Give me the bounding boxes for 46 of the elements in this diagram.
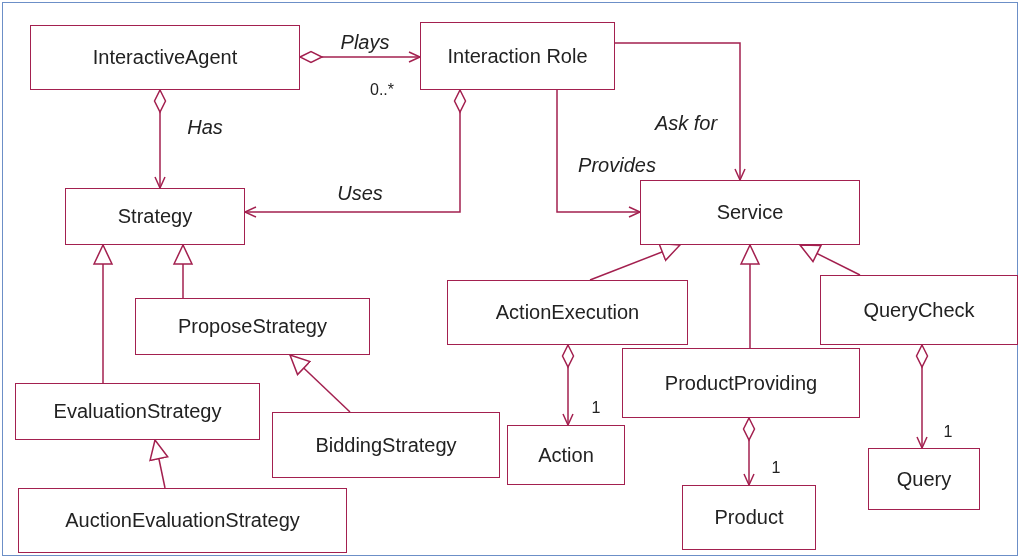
multiplicity-label: 0..* — [370, 81, 394, 99]
generalization-arrow — [149, 439, 169, 489]
class-box — [682, 485, 816, 550]
class-box — [640, 180, 860, 245]
class-box — [135, 298, 370, 355]
class-name: Service — [716, 201, 784, 224]
association-arrow — [556, 89, 641, 218]
class-name: BiddingStrategy — [315, 433, 457, 457]
class-name: Strategy — [117, 205, 193, 228]
class-box — [447, 280, 688, 345]
class-box — [868, 448, 980, 510]
aggregation-arrow — [299, 50, 421, 64]
class-box — [15, 383, 260, 440]
generalization-arrow — [799, 244, 861, 276]
class-name: ProductProviding — [664, 371, 818, 395]
class-box — [18, 488, 347, 553]
aggregation-arrow — [915, 344, 929, 449]
class-box — [622, 348, 860, 418]
aggregation-arrow — [561, 344, 575, 426]
class-box — [65, 188, 245, 245]
class-box — [272, 412, 500, 478]
multiplicity-label: 1 — [591, 399, 601, 417]
generalization-arrow — [173, 244, 193, 299]
aggregation-arrow — [244, 89, 467, 218]
class-name: EvaluationStrategy — [53, 400, 222, 423]
class-name: QueryCheck — [863, 298, 975, 322]
multiplicity-label: 1 — [771, 459, 781, 477]
class-name: AuctionEvaluationStrategy — [65, 509, 300, 532]
class-name: ActionExecution — [495, 301, 640, 324]
multiplicity-label: 1 — [943, 423, 953, 441]
class-box — [30, 25, 300, 90]
generalization-arrow — [289, 354, 351, 413]
class-box — [507, 425, 625, 485]
class-name: Product — [714, 506, 784, 529]
class-name: Interaction Role — [447, 44, 588, 68]
class-name: Action — [538, 443, 594, 467]
aggregation-arrow — [153, 89, 167, 189]
aggregation-arrow — [742, 417, 756, 486]
generalization-arrow — [740, 244, 760, 349]
class-name: InteractiveAgent — [92, 46, 238, 69]
class-name: ProposeStrategy — [178, 315, 327, 338]
association-arrow — [614, 42, 746, 181]
generalization-arrow — [93, 244, 113, 384]
class-name: Query — [896, 467, 952, 491]
class-box — [820, 275, 1018, 345]
class-box — [420, 22, 615, 90]
